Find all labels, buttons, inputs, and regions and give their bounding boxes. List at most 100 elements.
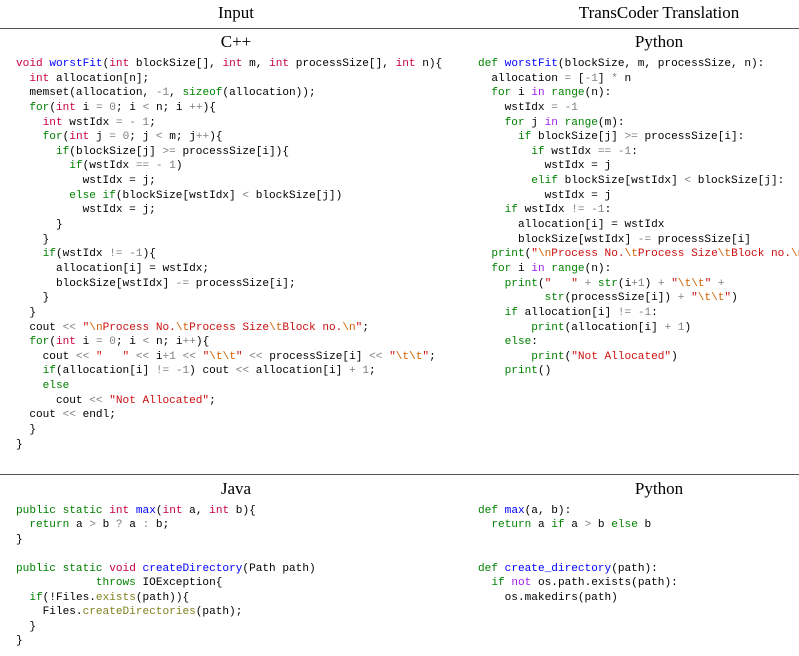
code-token: cout [16, 394, 90, 407]
code-token-str: " [531, 248, 538, 261]
code-token-op: + [657, 277, 665, 290]
code-token-kw: print [531, 350, 565, 363]
translation-column-header: TransCoder Translation [578, 3, 740, 22]
code-token [16, 248, 43, 260]
input-column-header: Input [218, 3, 254, 22]
code-token [196, 351, 203, 363]
code-token: : [631, 145, 638, 158]
code-token-op: >= [162, 145, 176, 158]
code-token [16, 577, 96, 589]
code-token-op: = [95, 336, 103, 349]
code-token: blockSize[j]: [691, 175, 785, 188]
code-token-op: != [155, 365, 170, 378]
code-token-op: + [664, 321, 672, 334]
code-token: } [16, 424, 36, 437]
code-token-op: + [631, 277, 638, 290]
code-token-kw: return [29, 519, 70, 532]
code-token: wstIdx = j [478, 160, 612, 173]
code-token-ty: void [16, 58, 43, 70]
code-token: processSize[i]){ [175, 145, 289, 158]
code-token: [ [571, 72, 585, 85]
code-token-kw: range [564, 116, 598, 129]
code-token: } [16, 634, 23, 647]
code-token-ty: int [29, 72, 50, 85]
code-token-num: -1 [155, 87, 170, 100]
code-line [478, 533, 799, 547]
code-line: public static int max(int a, int b){ [16, 504, 470, 518]
code-token: blockSize[j] [531, 131, 625, 144]
code-token [478, 278, 505, 290]
code-line: if(wstIdx == - 1) [16, 159, 470, 174]
code-token: ){ [195, 336, 210, 349]
code-line: else [16, 379, 470, 394]
code-token-ty: int [109, 58, 130, 70]
code-token: allocation [478, 72, 565, 85]
code-token [478, 292, 545, 304]
code-token: ( [62, 131, 70, 144]
code-token: wstIdx [478, 101, 552, 114]
code-token-kw: elif [531, 175, 558, 188]
code-token [478, 248, 491, 260]
code-token: } [16, 533, 23, 546]
code-token-kw: throws [95, 577, 136, 590]
code-line [478, 547, 799, 561]
code-line: print(allocation[i] + 1) [478, 321, 799, 336]
code-token: IOException{ [135, 577, 223, 590]
code-token-op: << [182, 350, 196, 363]
code-token: (allocation)); [222, 87, 316, 100]
code-token-ty: int [209, 505, 230, 517]
code-token [478, 307, 505, 319]
code-token-op: << [249, 350, 263, 363]
code-token: processSize[], [289, 58, 396, 70]
code-token-pur: in [531, 262, 545, 275]
code-token: wstIdx = j [478, 189, 612, 202]
code-token: processSize[i] [262, 350, 370, 363]
code-token: os.makedirs(path) [478, 591, 618, 604]
code-token-str: "Not Allocated" [109, 394, 210, 407]
code-token [478, 577, 491, 589]
code-line: if wstIdx == -1: [478, 145, 799, 160]
code-line: allocation = [-1] * n [478, 72, 799, 87]
code-token: processSize[i] [651, 233, 751, 246]
code-token: os.path.exists(path): [531, 577, 678, 590]
code-token: memset(allocation, [16, 87, 156, 100]
code-token-kw: for [29, 101, 50, 114]
code-token-str: " " [95, 350, 130, 363]
code-line: for(int i = 0; i < n; i ++){ [16, 101, 470, 116]
code-token [478, 351, 531, 363]
code-token: } [16, 306, 36, 319]
code-line: memset(allocation, -1, sizeof(allocation… [16, 86, 470, 101]
code-token-num: -1 [591, 204, 605, 217]
code-token-kw: str [597, 277, 618, 290]
code-token-str: " [355, 321, 363, 334]
code-token: ; i [115, 336, 143, 349]
code-token [16, 336, 29, 348]
code-token-str: " [691, 292, 698, 305]
code-token-str: " [389, 350, 396, 363]
code-token-kw: if [504, 204, 518, 217]
code-token: ) [671, 350, 678, 363]
code-token [16, 380, 43, 392]
code-token-op: ? [115, 519, 123, 532]
code-token-op: ++ [182, 336, 196, 349]
code-token-op: : [142, 519, 150, 532]
code-token-kw: return [491, 519, 532, 532]
code-token [169, 365, 176, 377]
code-token: processSize[i]; [189, 277, 296, 290]
code-token [478, 204, 505, 216]
code-token: (path): [611, 562, 658, 575]
code-token [498, 563, 505, 575]
code-token: n; i [149, 101, 190, 114]
code-token [478, 519, 491, 531]
code-token-kw: def [478, 562, 498, 575]
code-token: blockSize[wstIdx] [557, 175, 685, 188]
code-token [498, 58, 505, 70]
code-token-esc: \t\t [209, 350, 236, 363]
code-token [136, 563, 143, 575]
code-token: ( [155, 505, 163, 517]
code-token-esc: \n [791, 248, 799, 261]
code-token: i [75, 101, 96, 114]
code-token: ; [362, 321, 369, 334]
code-token-esc: \n [89, 321, 103, 334]
code-token [129, 351, 136, 363]
